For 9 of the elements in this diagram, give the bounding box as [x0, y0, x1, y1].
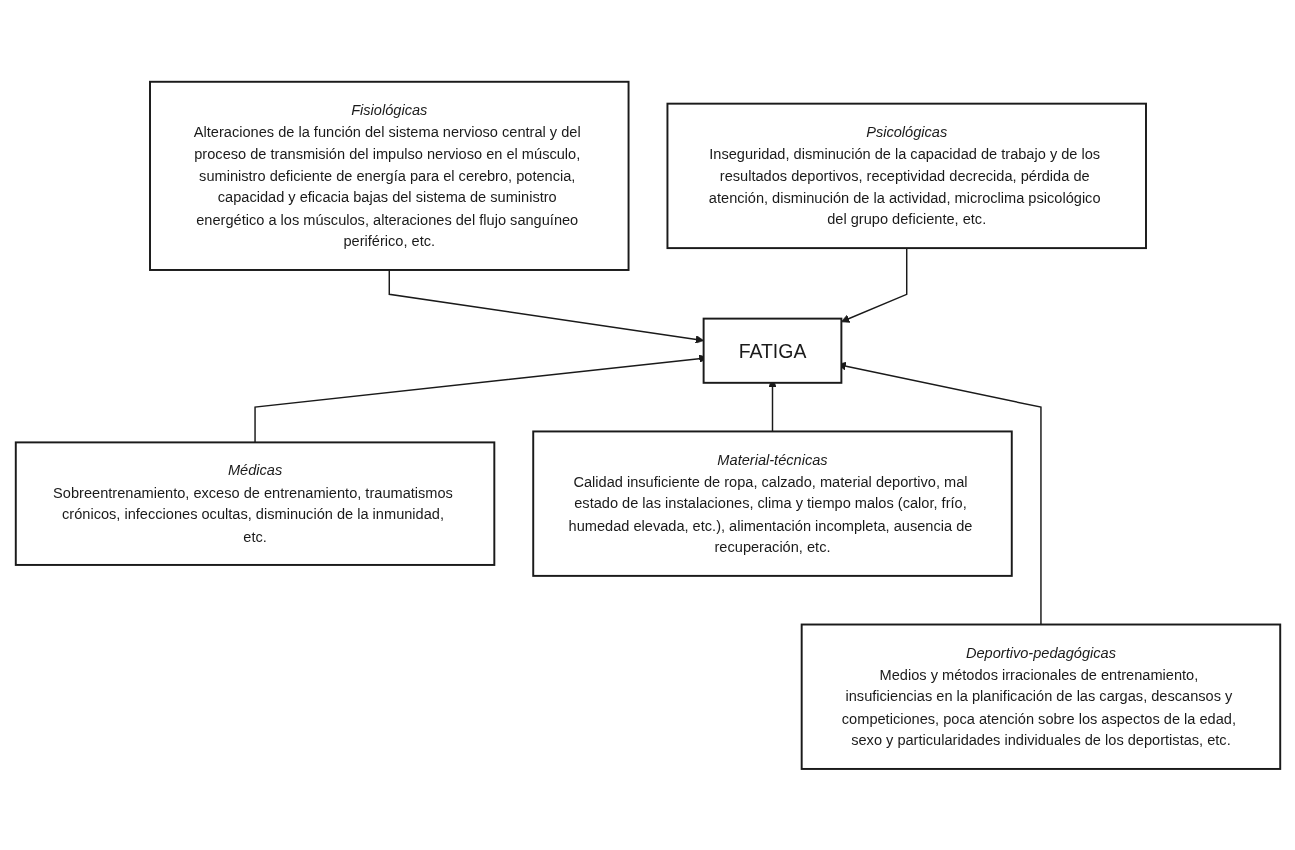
diagram: Fisiológicas Alteraciones de la función del sistema nervioso central y del proceso de transmisión del impulso nervioso en el músculo, suministro deficiente de energía para el cerebro, potencia, capacidad y eficacia bajas del sistema de suministro energético a los músculos, alteraciones del flujo sanguíneo periférico, etc. Psicológicas Inseguridad, disminución de la capacidad de trabajo y de los resultados deportivos, receptividad decrecida, pérdida de atención, disminución de la actividad, microclima psicológico del grupo deficiente, etc. FATIGA Médicas Sobreentrenamiento, exceso de entrenamiento, traumatismos crónicos, infecciones ocultas, disminución de la inmunidad, etc. Material-técnicas Calidad insuficiente de ropa, calzado, material deportivo, mal estado de las instalaciones, clima y tiempo malos (calor, frío, humedad elevada, etc.), alimentación incompleta, ausencia de recuperación, etc. Deportivo-pedagógicas Medios y métodos irracionales de entrenamiento, insuficiencias en la planificación de las cargas, descansos y competiciones, poca atención sobre los aspectos de la edad, sexo y particularidades individuales de los deportistas, etc.: [7, 73, 1288, 777]
node-box: [14, 441, 495, 566]
node-box: [148, 80, 630, 271]
arrow: [388, 268, 704, 344]
node-box: [531, 430, 1013, 577]
node-box: [800, 623, 1281, 770]
arrow: [840, 247, 907, 323]
node-box: [665, 102, 1147, 249]
node-box: [702, 317, 842, 384]
